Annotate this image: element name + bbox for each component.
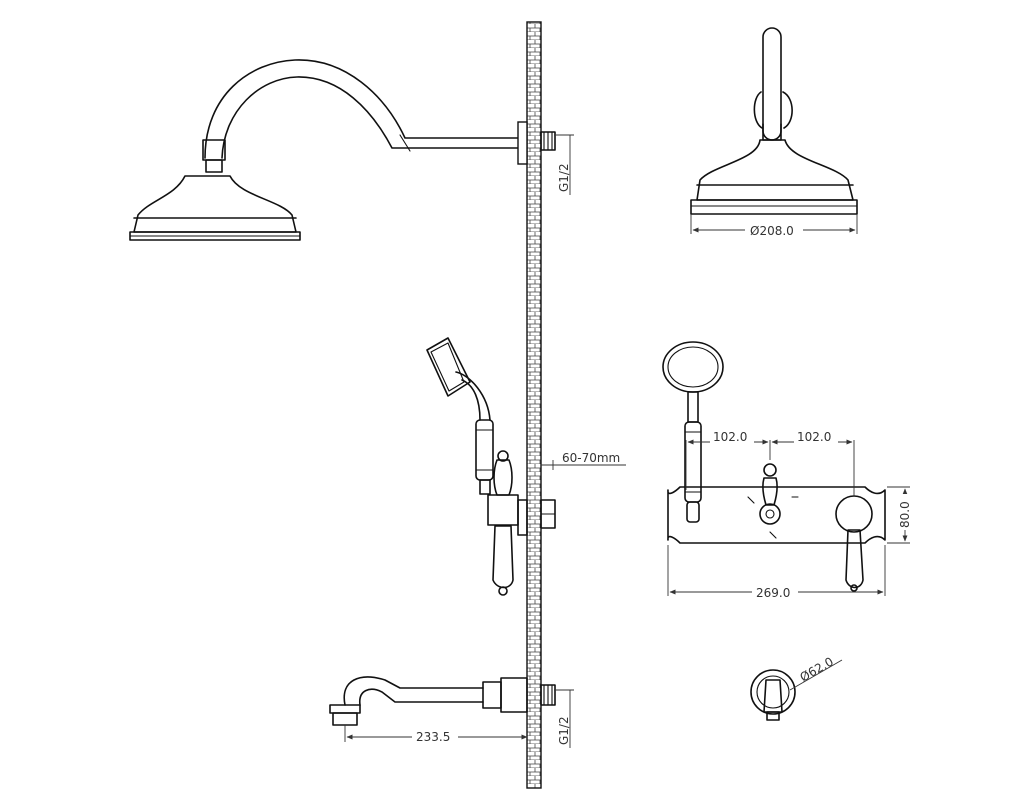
wall-section: [526, 21, 542, 789]
wall-gap-dimension: 60-70mm: [541, 451, 626, 470]
plate-width-label: 269.0: [756, 586, 790, 600]
spout-rosette-front-view: Ø62.0: [750, 654, 843, 721]
hand-shower-side-view: [426, 337, 494, 495]
head-diameter-dimension: Ø208.0: [690, 214, 858, 238]
thread-top-label: G1/2: [557, 163, 571, 192]
spout-side-view: [329, 676, 556, 726]
head-diameter-label: Ø208.0: [750, 224, 794, 238]
plate-height-label: 80.0: [898, 501, 912, 528]
hand-shower-front-view: [662, 341, 724, 523]
plate-height-dimension: 80.0: [887, 486, 912, 544]
shower-head-side-view: [129, 175, 301, 241]
spout-reach-dimension: 233.5: [344, 725, 528, 744]
thread-dimension-top: G1/2: [554, 134, 574, 195]
spout-reach-label: 233.5: [416, 730, 450, 744]
thread-dimension-bottom: G1/2: [554, 689, 574, 748]
mixer-body-side-view: [487, 450, 556, 596]
spacing-left-label: 102.0: [713, 430, 747, 444]
wall-gap-label: 60-70mm: [562, 451, 620, 465]
rosette-diameter-label: Ø62.0: [798, 654, 836, 684]
plate-width-dimension: 269.0: [667, 545, 886, 600]
shower-arm-side-view: [202, 59, 556, 173]
handle-spacing-dimensions: 102.0 102.0: [685, 430, 855, 496]
shower-head-front-view: [690, 27, 858, 215]
thread-bottom-label: G1/2: [557, 716, 571, 745]
spacing-right-label: 102.0: [797, 430, 831, 444]
